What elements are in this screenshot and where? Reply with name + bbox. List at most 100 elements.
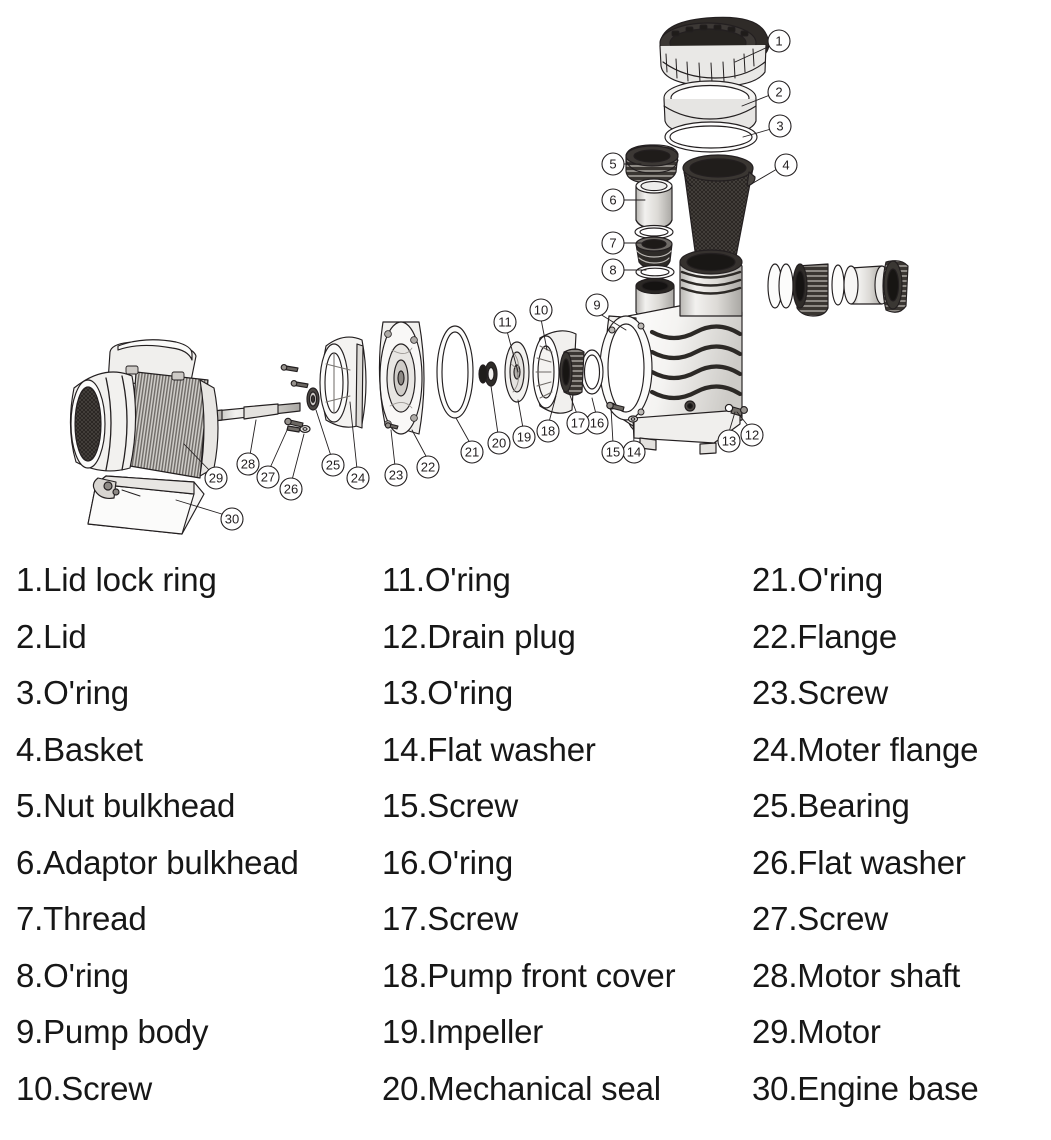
legend-item-label: Nut bulkhead <box>43 787 236 824</box>
callout-bubble <box>774 153 798 177</box>
callout-7: 7 <box>601 231 625 255</box>
part-6-adaptor-bulkhead <box>635 178 673 229</box>
callout-number: 22 <box>421 460 435 475</box>
legend-item-separator: . <box>34 561 44 598</box>
legend-item-separator: . <box>418 787 428 824</box>
part-24-moter-flange <box>319 336 367 429</box>
legend-item: 1.Lid lock ring <box>16 552 382 609</box>
legend-item-label: Flange <box>797 617 897 655</box>
legend-item-separator: . <box>418 674 428 711</box>
legend-item: 8.O'ring <box>16 948 382 1005</box>
legend-item-label: Pump front cover <box>427 956 676 994</box>
legend-item: 21.O'ring <box>752 552 1047 609</box>
legend-item-number: 20 <box>382 1069 419 1107</box>
legend-item-number: 12 <box>382 617 419 655</box>
callout-bubble <box>740 423 764 447</box>
outlet-bulkhead-stack <box>767 260 909 317</box>
part-7-thread <box>635 236 673 270</box>
legend-item-label: Bearing <box>797 787 910 824</box>
callout-number: 21 <box>465 445 479 460</box>
callout-number: 28 <box>241 457 255 472</box>
legend-item-separator: . <box>788 674 798 711</box>
legend-item-number: 4 <box>16 730 35 768</box>
legend-item-separator: . <box>788 1013 798 1050</box>
callout-number: 16 <box>590 416 604 431</box>
callout-number: 8 <box>609 263 616 278</box>
legend-item-number: 3 <box>16 674 35 711</box>
callout-number: 17 <box>571 416 585 431</box>
part-30-engine-base <box>87 475 205 535</box>
callout-bubble <box>566 411 590 435</box>
callout-14: 14 <box>622 440 646 464</box>
legend-item: 26.Flat washer <box>752 835 1047 892</box>
legend-item-label: Pump body <box>43 1013 209 1050</box>
exploded-diagram-svg: 1234567891011121314151617181920212223242… <box>69 16 909 535</box>
legend-item-label: Lid lock ring <box>43 561 217 598</box>
callout-21: 21 <box>460 440 484 464</box>
part-3-oring <box>664 121 758 153</box>
callout-16: 16 <box>585 411 609 435</box>
legend-item-label: Drain plug <box>427 617 576 655</box>
callout-number: 18 <box>541 424 555 439</box>
part-14-flat-washer <box>627 415 639 423</box>
legend-item-number: 25 <box>752 787 789 824</box>
legend-item-label: Screw <box>797 900 888 937</box>
legend-item-number: 23 <box>752 674 789 711</box>
part-8-oring <box>635 264 675 280</box>
legend-item-label: Screw <box>427 787 518 824</box>
legend-item-separator: . <box>418 900 428 937</box>
callout-layer: 1234567891011121314151617181920212223242… <box>204 29 798 531</box>
legend-item-number: 22 <box>752 617 789 655</box>
legend-item-label: Engine base <box>797 1069 979 1107</box>
callout-bubble <box>601 231 625 255</box>
callout-22: 22 <box>416 455 440 479</box>
legend-item-number: 29 <box>752 1013 789 1050</box>
callout-number: 26 <box>284 482 298 497</box>
callout-number: 11 <box>498 315 512 330</box>
part-20-mechanical-seal <box>478 361 498 387</box>
legend-item-label: O'ring <box>427 674 514 711</box>
callout-number: 13 <box>722 434 736 449</box>
legend-item: 13.O'ring <box>382 665 752 722</box>
callout-bubble <box>204 466 228 490</box>
callout-bubble <box>384 463 408 487</box>
legend-item-label: Flat washer <box>797 843 966 881</box>
callout-number: 5 <box>609 157 616 172</box>
legend-item-separator: . <box>34 617 44 655</box>
callout-number: 7 <box>609 236 616 251</box>
part-21-oring <box>436 325 474 419</box>
legend-item: 29.Motor <box>752 1004 1047 1061</box>
callout-bubble <box>493 310 517 334</box>
callout-25: 25 <box>321 453 345 477</box>
callout-26: 26 <box>279 477 303 501</box>
part-15-screw <box>606 401 625 412</box>
callout-19: 19 <box>512 425 536 449</box>
part-22-flange <box>378 321 425 435</box>
legend-item-label: Lid <box>43 617 87 655</box>
part-16-oring <box>580 349 604 395</box>
legend-item-number: 1 <box>16 561 35 598</box>
callout-bubble <box>512 425 536 449</box>
part-23-screw <box>384 422 399 430</box>
legend-item-separator: . <box>418 843 428 881</box>
callout-bubble <box>236 452 260 476</box>
legend-item-label: Mechanical seal <box>427 1069 661 1107</box>
callout-number: 2 <box>775 85 782 100</box>
part-5-nut-bulkhead <box>625 144 679 184</box>
legend-item: 24.Moter flange <box>752 722 1047 779</box>
legend-item-label: O'ring <box>43 956 129 994</box>
legend-item-number: 8 <box>16 956 35 994</box>
legend-item-label: Moter flange <box>797 730 979 768</box>
legend-item: 15.Screw <box>382 778 752 835</box>
legend-item: 25.Bearing <box>752 778 1047 835</box>
legend-column-3: 21.O'ring 22. Flange 23. Screw 24.Moter fl… <box>752 552 1047 1117</box>
callout-bubble <box>601 440 625 464</box>
callout-bubble <box>601 152 625 176</box>
callout-number: 9 <box>593 298 600 313</box>
legend-item: 19.Impeller <box>382 1004 752 1061</box>
legend-item: 20.Mechanical seal <box>382 1061 752 1118</box>
callout-number: 19 <box>517 430 531 445</box>
legend-item-label: O'ring <box>424 561 511 598</box>
callout-bubble <box>220 507 244 531</box>
